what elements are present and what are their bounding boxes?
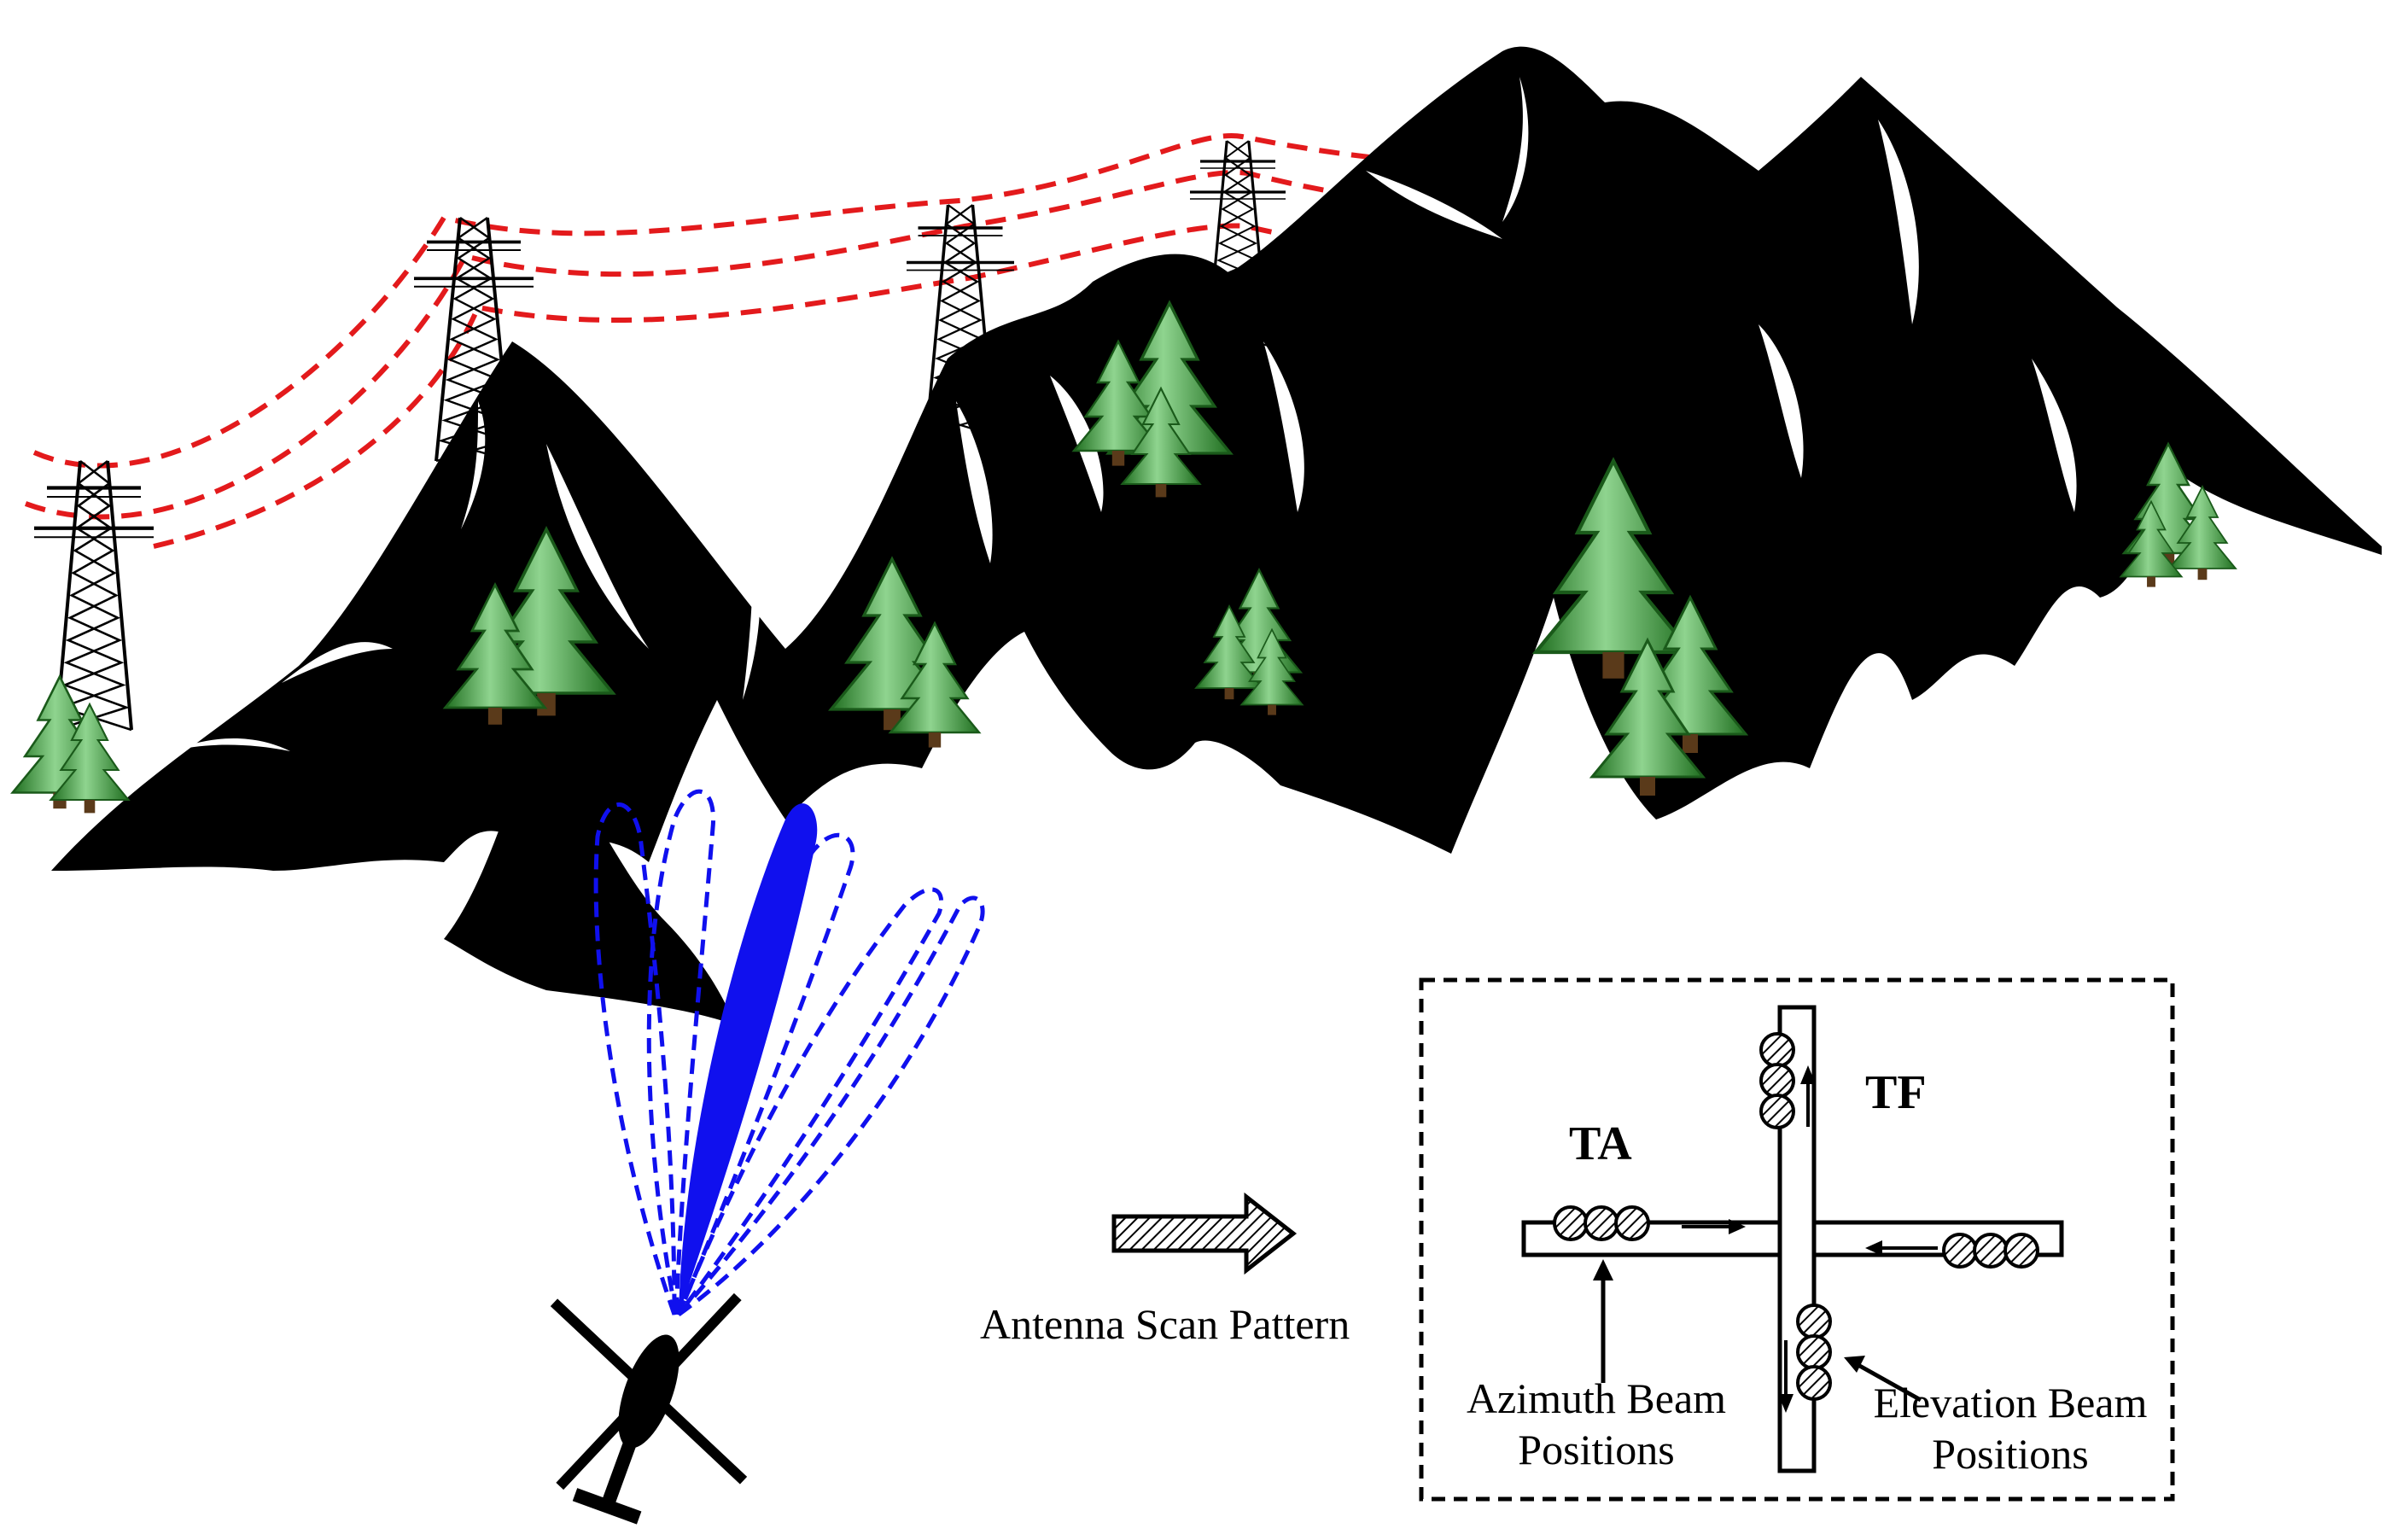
elevation-label-line2: Positions <box>1932 1430 2088 1478</box>
tf-label: TF <box>1865 1066 1927 1119</box>
ta-label: TA <box>1569 1117 1632 1170</box>
main-beam <box>679 803 818 1315</box>
azimuth-label-line2: Positions <box>1518 1426 1674 1473</box>
scan-pattern-label: Antenna Scan Pattern <box>980 1300 1350 1348</box>
mountain-range <box>51 46 2382 1024</box>
azimuth-label-line1: Azimuth Beam <box>1467 1374 1726 1422</box>
helicopter-icon <box>550 1292 748 1525</box>
scan-pattern-inset: TA TF Azimuth Beam Positions Elevation B… <box>1419 977 2175 1502</box>
hatched-arrow-icon <box>1111 1192 1298 1275</box>
elevation-label-line1: Elevation Beam <box>1874 1379 2148 1426</box>
